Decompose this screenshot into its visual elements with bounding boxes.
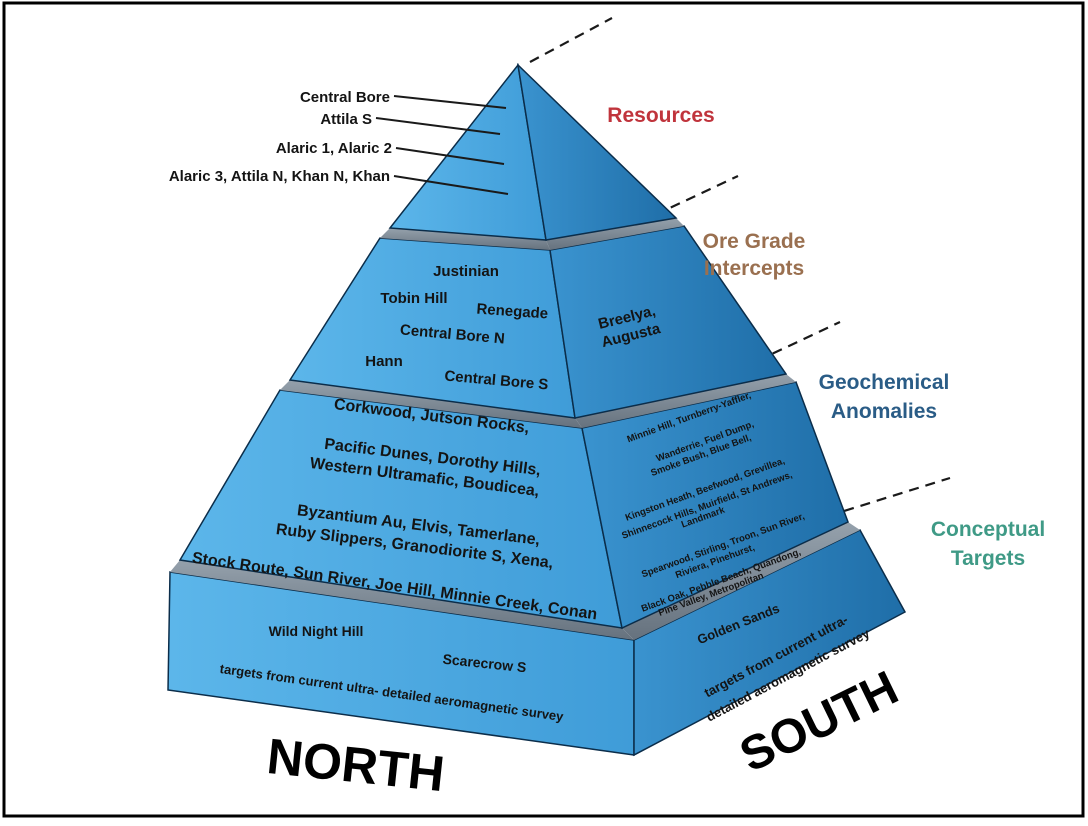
tier3-slab-north	[280, 380, 582, 428]
geochemical-dash-line	[827, 476, 951, 518]
tier4-slab-south	[622, 522, 860, 640]
resource-item: Attila S	[320, 111, 372, 128]
tier2-slab-north	[380, 228, 550, 250]
category-titles: Resources Ore Grade Intercepts Geochemic…	[607, 104, 1045, 570]
apex-dash-line	[529, 17, 613, 63]
title-ore-grade-line2: Intercepts	[704, 257, 804, 280]
tier2-slab-south	[546, 218, 684, 250]
leader-line	[393, 95, 507, 109]
leader-line	[375, 117, 501, 135]
leader-line	[395, 147, 505, 165]
tier4-south-face	[633, 529, 907, 757]
ore-grade-item: Justinian	[433, 263, 499, 280]
title-geochemical-line2: Anomalies	[831, 400, 937, 423]
tier-conceptual-targets	[167, 522, 907, 757]
leader-line	[393, 175, 509, 195]
tier3-south-face	[581, 381, 849, 630]
ore-grade-item: Tobin Hill	[380, 290, 447, 307]
title-conceptual-line1: Conceptual	[931, 518, 1045, 541]
resource-item: Alaric 3, Attila N, Khan N, Khan	[169, 168, 390, 185]
tier-resources	[388, 62, 678, 241]
resources-labels: Central Bore Attila S Alaric 1, Alaric 2…	[169, 89, 509, 195]
tier4-slab-north	[170, 560, 634, 640]
ore-grade-item: Renegade	[476, 301, 549, 323]
tier3-slab-south	[575, 374, 796, 428]
tier-geochemical-anomalies	[178, 374, 849, 630]
resource-item: Central Bore	[300, 89, 390, 106]
tier-ore-grade-intercepts	[288, 218, 788, 419]
resource-item: Alaric 1, Alaric 2	[276, 140, 392, 157]
title-ore-grade-line1: Ore Grade	[703, 230, 806, 253]
north-label: NORTH	[264, 728, 447, 802]
title-geochemical-line1: Geochemical	[819, 371, 950, 394]
ore-grade-item: Hann	[365, 353, 403, 370]
title-resources: Resources	[607, 104, 714, 127]
tier1-south-face	[516, 62, 678, 241]
title-conceptual-line2: Targets	[951, 547, 1025, 570]
conceptual-item: Wild Night Hill	[269, 623, 364, 639]
